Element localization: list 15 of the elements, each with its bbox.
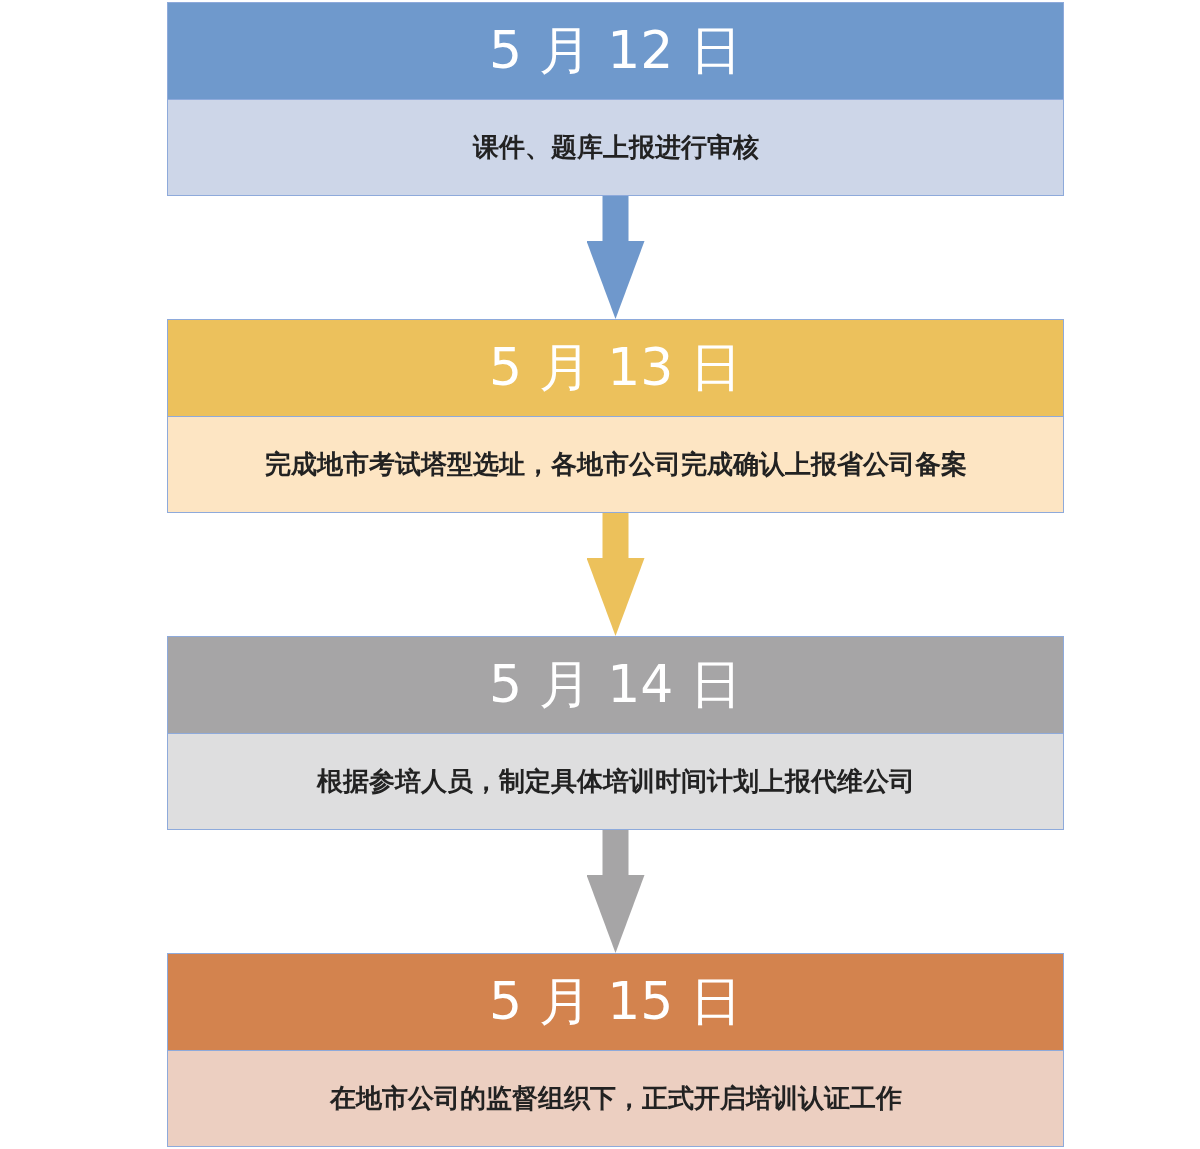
arrow — [586, 830, 645, 953]
arrow — [586, 513, 645, 636]
task-description: 在地市公司的监督组织下，正式开启培训认证工作 — [329, 1082, 902, 1115]
date-heading: 5 月 12 日 — [489, 19, 742, 82]
task-description: 完成地市考试塔型选址，各地市公司完成确认上报省公司备案 — [264, 448, 967, 481]
arrow — [586, 196, 645, 319]
task-description: 根据参培人员，制定具体培训时间计划上报代维公司 — [316, 765, 915, 798]
stage-card — [167, 2, 1064, 196]
date-heading: 5 月 15 日 — [489, 970, 742, 1033]
stage-card — [167, 319, 1064, 513]
stage-card — [167, 636, 1064, 830]
date-heading: 5 月 14 日 — [489, 653, 742, 716]
date-heading: 5 月 13 日 — [489, 336, 742, 399]
stage-card — [167, 953, 1064, 1147]
task-description: 课件、题库上报进行审核 — [472, 131, 759, 164]
